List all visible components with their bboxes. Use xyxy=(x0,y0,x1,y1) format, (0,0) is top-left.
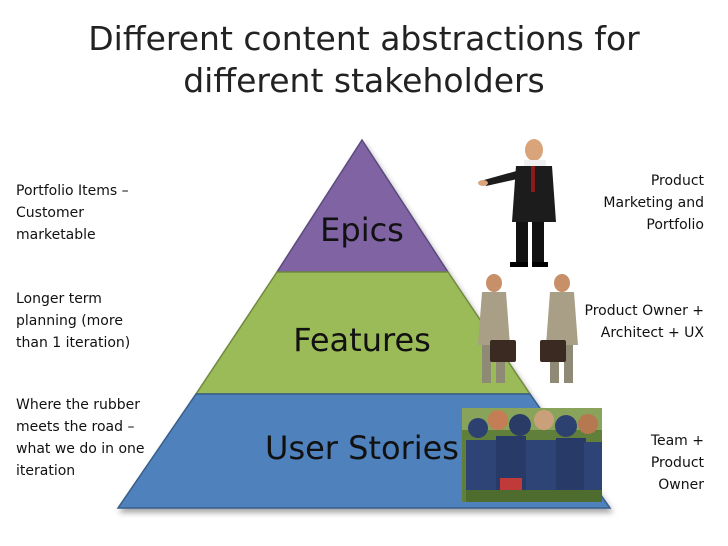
tier-epics-label: Epics xyxy=(320,211,404,249)
tier-user-stories-label: User Stories xyxy=(265,429,459,467)
title-line-2: different stakeholders xyxy=(183,61,545,100)
right-note-features: Product Owner + Architect + UX xyxy=(584,303,705,341)
left-note-epics: Portfolio Items – Customer marketable xyxy=(16,183,129,243)
right-note-user-stories: Team + Product Owner xyxy=(650,433,704,493)
right-note-epics: Product Marketing and Portfolio xyxy=(603,173,704,233)
briefcase-men-figure xyxy=(478,274,578,383)
team-huddle-photo xyxy=(462,408,602,502)
presenting-businessman-figure xyxy=(478,139,556,267)
left-note-features: Longer term planning (more than 1 iterat… xyxy=(16,291,131,351)
tier-epics-shape xyxy=(275,138,450,273)
title-line-1: Different content abstractions for xyxy=(88,19,640,58)
left-note-user-stories: Where the rubber meets the road – what w… xyxy=(16,397,145,479)
tier-features-label: Features xyxy=(293,321,431,359)
slide-title: Different content abstractions for diffe… xyxy=(40,18,688,102)
